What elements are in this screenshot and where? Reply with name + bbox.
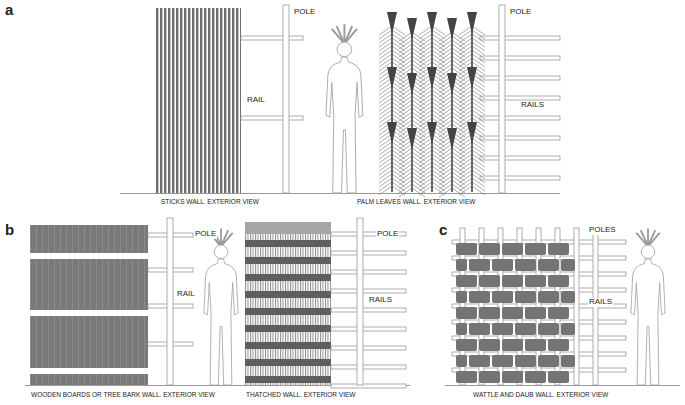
frame xyxy=(452,228,626,385)
part-label: RAILS xyxy=(588,298,613,307)
caption-label: PALM LEAVES WALL. EXTERIOR VIEW xyxy=(356,198,476,205)
person-figure xyxy=(631,228,665,385)
thatch-bands xyxy=(245,222,331,383)
sticks-wall xyxy=(155,8,241,193)
part-label: POLE xyxy=(293,8,316,17)
frame xyxy=(480,5,560,193)
part-label: RAIL xyxy=(246,96,266,105)
part-label: RAILS xyxy=(520,101,545,110)
board-gaps xyxy=(30,253,148,374)
part-label: POLE xyxy=(509,8,532,17)
part-label: POLE xyxy=(194,230,217,239)
part-label: RAIL xyxy=(176,290,196,299)
person-figure xyxy=(204,228,238,385)
wooden-boards-wall xyxy=(30,225,148,385)
part-label: POLE xyxy=(376,230,399,239)
panel-letter: a xyxy=(4,2,14,19)
frame xyxy=(241,5,303,193)
caption-label: WATTLE AND DAUB WALL. EXTERIOR VIEW xyxy=(472,391,609,398)
thatched-wall xyxy=(245,222,331,385)
person-figure xyxy=(326,24,363,193)
caption-label: THATCHED WALL. EXTERIOR VIEW xyxy=(245,391,356,398)
part-label: RAILS xyxy=(368,296,393,305)
palm-leaves-wall xyxy=(379,12,485,197)
caption-label: WOODEN BOARDS OR TREE BARK WALL. EXTERIO… xyxy=(30,391,216,398)
wattle-daub-wall xyxy=(456,243,575,383)
panel-letter: b xyxy=(4,222,15,239)
frame xyxy=(148,218,193,385)
caption-label: STICKS WALL. EXTERIOR VIEW xyxy=(160,198,260,205)
panel-letter: c xyxy=(438,222,448,239)
part-label: POLES xyxy=(588,226,617,235)
frame xyxy=(331,218,406,388)
